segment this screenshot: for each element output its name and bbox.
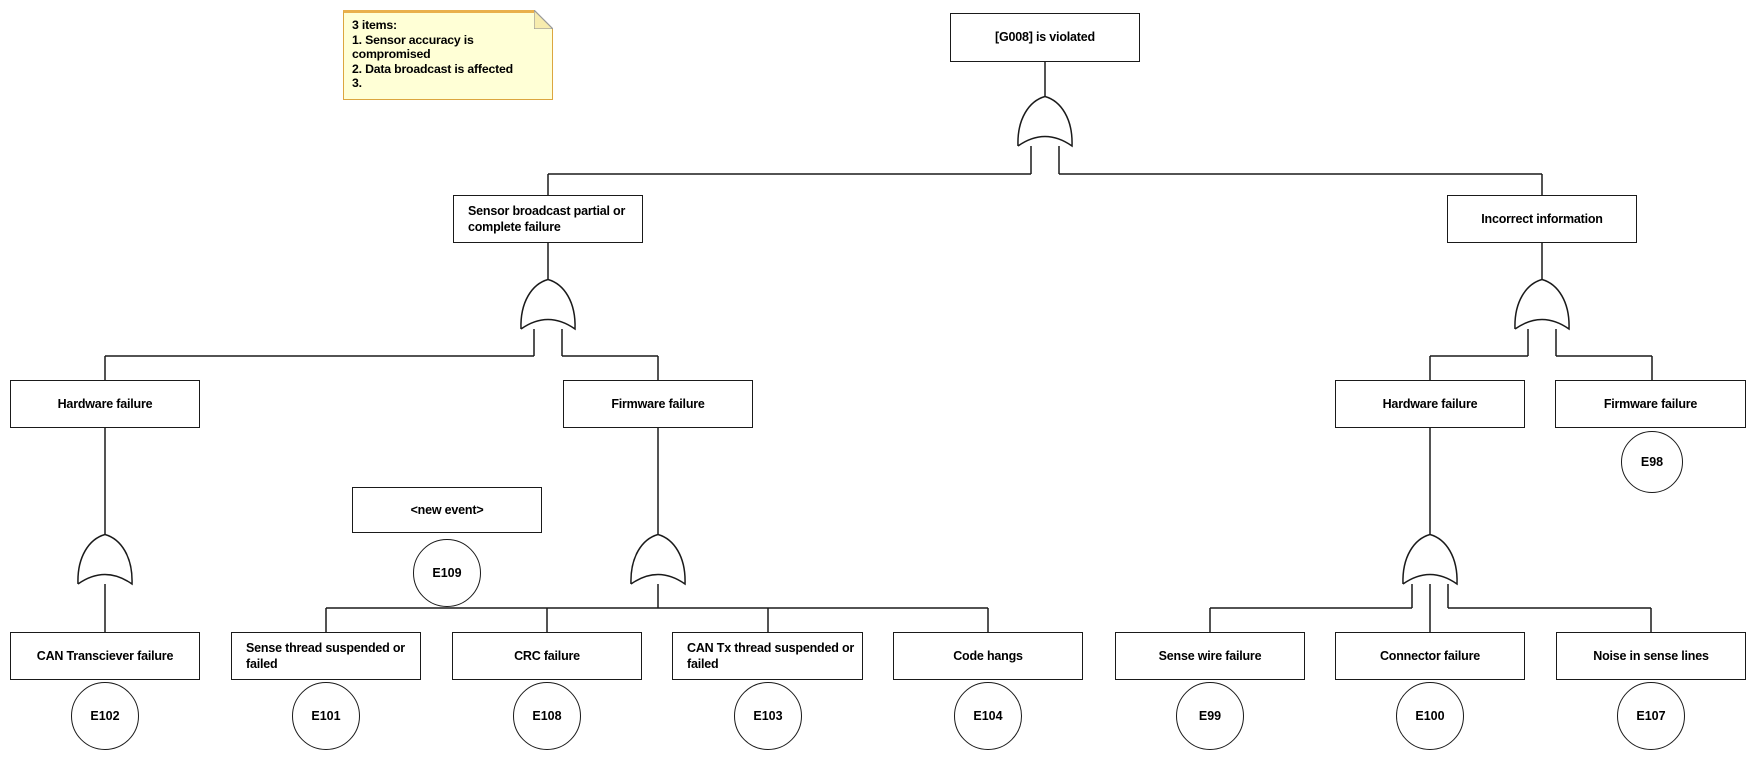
box-label-line: CAN Tx thread suspended or: [687, 640, 855, 655]
box-label-line: Noise in sense lines: [1593, 648, 1709, 663]
box-sensor-broadcast-failure[interactable]: Sensor broadcast partial or complete fail…: [453, 195, 643, 243]
box-label-line: failed: [246, 657, 278, 671]
or-gate-incorrect-info[interactable]: [1514, 278, 1570, 331]
box-can-tx-thread-suspended[interactable]: CAN Tx thread suspended or failed: [672, 632, 863, 680]
box-label-line: Hardware failure: [1382, 396, 1478, 411]
event-circle-E102[interactable]: E102: [71, 682, 139, 750]
box-hardware-failure-right[interactable]: Hardware failure: [1335, 380, 1525, 428]
event-circle-E104[interactable]: E104: [954, 682, 1022, 750]
box-label-line: Sensor broadcast partial or: [468, 203, 626, 218]
box-g008-violated[interactable]: [G008] is violated: [950, 13, 1140, 62]
event-circle-E101[interactable]: E101: [292, 682, 360, 750]
box-new-event[interactable]: <new event>: [352, 487, 542, 533]
box-label-line: Sense wire failure: [1158, 648, 1262, 663]
box-sense-wire-failure[interactable]: Sense wire failure: [1115, 632, 1305, 680]
box-noise-in-sense-lines[interactable]: Noise in sense lines: [1556, 632, 1746, 680]
box-crc-failure[interactable]: CRC failure: [452, 632, 642, 680]
note-line: 3.: [352, 76, 362, 91]
sticky-note[interactable]: 3 items:1. Sensor accuracy is compromise…: [343, 9, 554, 100]
or-gate-hardware-right[interactable]: [1402, 533, 1458, 586]
box-hardware-failure-left[interactable]: Hardware failure: [10, 380, 200, 428]
or-gate-hardware-left[interactable]: [77, 533, 133, 586]
box-sense-thread-suspended[interactable]: Sense thread suspended or failed: [231, 632, 421, 680]
or-gate-sensor-broadcast[interactable]: [520, 278, 576, 331]
event-circle-E99[interactable]: E99: [1176, 682, 1244, 750]
box-connector-failure[interactable]: Connector failure: [1335, 632, 1525, 680]
box-firmware-failure-left[interactable]: Firmware failure: [563, 380, 753, 428]
box-label-line: Firmware failure: [611, 396, 705, 411]
box-label-line: CRC failure: [514, 648, 580, 663]
box-label-line: Code hangs: [953, 648, 1023, 663]
note-line: 2. Data broadcast is affected: [352, 61, 513, 76]
event-circle-E103[interactable]: E103: [734, 682, 802, 750]
box-label-line: failed: [687, 657, 719, 671]
event-circle-E98[interactable]: E98: [1621, 431, 1683, 493]
event-circle-E107[interactable]: E107: [1617, 682, 1685, 750]
note-fold-corner: [534, 9, 554, 29]
box-label-line: Sense thread suspended or: [246, 640, 405, 655]
box-label-line: Firmware failure: [1603, 396, 1698, 411]
box-code-hangs[interactable]: Code hangs: [893, 632, 1083, 680]
box-label-line: Hardware failure: [57, 396, 153, 411]
box-can-transciever-failure[interactable]: CAN Transciever failure: [10, 632, 200, 680]
note-text: 3 items:1. Sensor accuracy is compromise…: [344, 13, 552, 91]
box-label-line: <new event>: [410, 502, 484, 517]
box-label-line: Incorrect information: [1481, 211, 1603, 226]
or-gate-firmware-left[interactable]: [630, 533, 686, 586]
event-circle-E109[interactable]: E109: [413, 539, 481, 607]
box-incorrect-information[interactable]: Incorrect information: [1447, 195, 1637, 243]
or-gate-top[interactable]: [1017, 95, 1073, 148]
box-label-line: CAN Transciever failure: [36, 648, 174, 663]
event-circle-E108[interactable]: E108: [513, 682, 581, 750]
box-label-line: [G008] is violated: [995, 30, 1095, 45]
event-circle-E100[interactable]: E100: [1396, 682, 1464, 750]
box-label-line: Connector failure: [1379, 648, 1481, 663]
note-line: 3 items:: [352, 18, 397, 32]
box-firmware-failure-right[interactable]: Firmware failure: [1555, 380, 1746, 428]
box-label-line: complete failure: [468, 220, 561, 234]
note-line: 1. Sensor accuracy is compromised: [352, 32, 474, 62]
